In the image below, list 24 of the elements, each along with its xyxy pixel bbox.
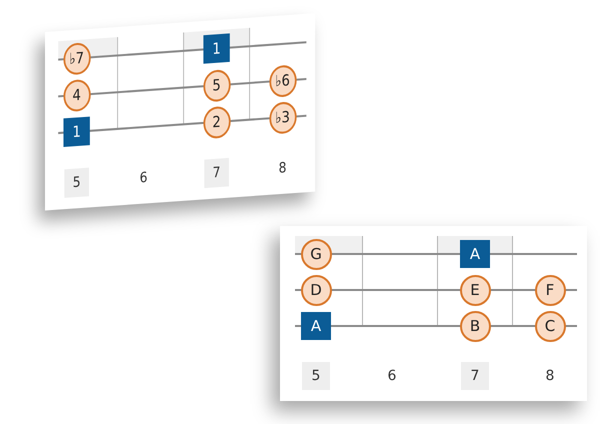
fret-number: 6 bbox=[386, 367, 398, 386]
root-note-marker: 1 bbox=[63, 116, 90, 147]
fret-number: 5 bbox=[64, 168, 89, 198]
scale-note-marker: 4 bbox=[63, 78, 90, 112]
fret-number: 5 bbox=[302, 362, 330, 390]
root-note-marker: A bbox=[301, 312, 331, 340]
scale-note-marker: D bbox=[300, 274, 332, 306]
scale-note-marker: ♭3 bbox=[268, 100, 296, 134]
root-note-marker: A bbox=[460, 240, 490, 268]
scale-note-marker: E bbox=[460, 274, 490, 306]
fretboard-panel bbox=[280, 226, 587, 401]
scale-note-marker: F bbox=[534, 274, 566, 306]
fret-number: 7 bbox=[461, 362, 489, 390]
fretboard-panel bbox=[45, 13, 316, 210]
scale-note-marker: 2 bbox=[202, 105, 230, 139]
scale-note-marker: C bbox=[534, 310, 566, 342]
root-note-marker: 1 bbox=[203, 33, 230, 64]
fret-number: 8 bbox=[278, 158, 288, 179]
scale-note-marker: ♭6 bbox=[268, 64, 296, 98]
fret-number: 6 bbox=[138, 168, 148, 189]
fret-number: 8 bbox=[544, 367, 556, 386]
scale-note-marker: B bbox=[460, 310, 490, 342]
fret-number: 7 bbox=[204, 158, 229, 188]
scale-note-marker: 5 bbox=[202, 68, 230, 102]
